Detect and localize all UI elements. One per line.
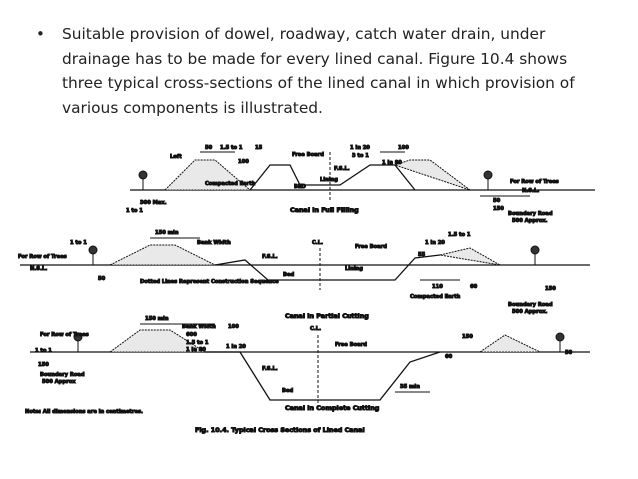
s2-boundary-road: Boundary Road xyxy=(508,302,553,308)
s1-dim-3to1: 3 to 1 xyxy=(352,153,369,159)
s1-dim-1to1: 1 to 1 xyxy=(126,208,143,214)
s2-dim-150min: 150 min xyxy=(155,230,179,236)
s2-for-row-of-trees: For Row of Trees xyxy=(18,254,67,260)
s2-bank-width: Bank Width xyxy=(197,240,231,246)
section-complete-cutting xyxy=(30,323,590,410)
s2-dotted-lines: Dotted Lines Represent Construction Sequ… xyxy=(140,279,279,285)
s3-dim-100: 100 xyxy=(228,324,239,330)
s3-dim-1to1: 1 to 1 xyxy=(35,348,52,354)
s2-bed: Bed xyxy=(283,272,294,278)
s3-free-board: Free Board xyxy=(335,342,367,348)
bullet-text: Suitable provision of dowel, roadway, ca… xyxy=(62,25,575,117)
s1-dim-100b: 100 xyxy=(398,145,409,151)
s1-dim-15: 15 xyxy=(255,145,263,151)
section-full-filling xyxy=(130,151,595,200)
s1-dim-1in80: 1 in 80 xyxy=(382,160,402,166)
s2-dim-1-5to1: 1.5 to 1 xyxy=(448,232,471,238)
s2-lining: Lining xyxy=(345,266,363,272)
s1-dim-50: 50 xyxy=(205,145,213,151)
bullet-point: • Suitable provision of dowel, roadway, … xyxy=(36,22,596,120)
s3-dim-1in80: 1 in 80 xyxy=(186,347,206,353)
bullet-symbol: • xyxy=(36,25,45,43)
s3-dim-35min: 35 min xyxy=(400,384,420,390)
cross-sections-figure: Left 50 1.5 to 1 15 100 Free Board 1 in … xyxy=(18,145,595,435)
s3-dim-500: 500 Approx xyxy=(42,379,76,385)
s3-dim-1in20: 1 in 20 xyxy=(226,344,246,350)
s2-fsl: F.S.L. xyxy=(262,254,278,260)
s2-dim-1to1: 1 to 1 xyxy=(70,240,87,246)
s2-dim-500: 500 Approx. xyxy=(512,309,548,315)
s3-dim-600: 600 xyxy=(186,332,197,338)
s1-dim-300max: 300 Max. xyxy=(140,200,167,206)
s3-bank-width: Bank Width xyxy=(182,324,216,330)
s3-dim-150b: 150 xyxy=(462,334,473,340)
s2-dim-50: 50 xyxy=(98,276,106,282)
s1-dim-50b: 50 xyxy=(493,198,501,204)
s2-title: Canal in Partial Cutting xyxy=(285,312,369,320)
s1-free-board: Free Board xyxy=(292,152,324,158)
figure-caption: Fig. 10.4. Typical Cross Sections of Lin… xyxy=(195,426,365,434)
section-partial-cutting xyxy=(20,237,590,290)
s2-dim-60: 60 xyxy=(470,284,478,290)
s3-dim-60: 60 xyxy=(445,354,453,360)
s3-bed: Bed xyxy=(282,388,293,394)
s3-title: Canal in Complete Cutting xyxy=(285,404,380,412)
s3-dim-1-5to1: 1.5 to 1 xyxy=(186,340,209,346)
s2-dim-150: 150 xyxy=(545,286,556,292)
s3-fsl: F.S.L. xyxy=(262,366,278,372)
s1-dim-1-5to1: 1.5 to 1 xyxy=(220,145,243,151)
s1-fsl: F.S.L. xyxy=(334,166,350,172)
s1-nsl: N.S.L. xyxy=(522,188,539,194)
s1-for-row-of-trees: For Row of Trees xyxy=(510,179,559,185)
s3-dim-150min: 150 min xyxy=(145,316,169,322)
s1-lining: Lining xyxy=(320,177,338,183)
s1-dim-500: 500 Approx. xyxy=(512,218,548,224)
s2-nsl: N.S.L. xyxy=(30,266,47,272)
s3-cl: C.L. xyxy=(310,326,321,332)
s2-free-board: Free Board xyxy=(355,244,387,250)
s1-title: Canal in Full Filling xyxy=(290,206,359,214)
s2-compacted-earth: Compacted Earth xyxy=(410,294,461,300)
s1-dim-1in20: 1 in 20 xyxy=(350,145,370,151)
s3-dim-50: 50 xyxy=(565,350,573,356)
s1-bed: BED xyxy=(294,184,306,190)
s1-boundary-road: Boundary Road xyxy=(508,211,553,217)
s1-dim-150: 150 xyxy=(493,206,504,212)
s2-cl: C.L. xyxy=(312,240,323,246)
s1-compacted-earth: Compacted Earth xyxy=(205,181,256,187)
s2-dim-1in20: 1 in 20 xyxy=(425,240,445,246)
figure-note: Note: All dimensions are in centimetres. xyxy=(25,409,143,415)
s3-boundary-road: Boundary Road xyxy=(40,372,85,378)
s1-left-label: Left xyxy=(170,154,182,160)
s2-dim-55: 55 xyxy=(418,252,426,258)
s3-dim-150: 150 xyxy=(38,362,49,368)
s3-for-row-of-trees: For Row of Trees xyxy=(40,332,89,338)
s2-dim-110: 110 xyxy=(432,284,443,290)
s1-dim-100: 100 xyxy=(238,159,249,165)
